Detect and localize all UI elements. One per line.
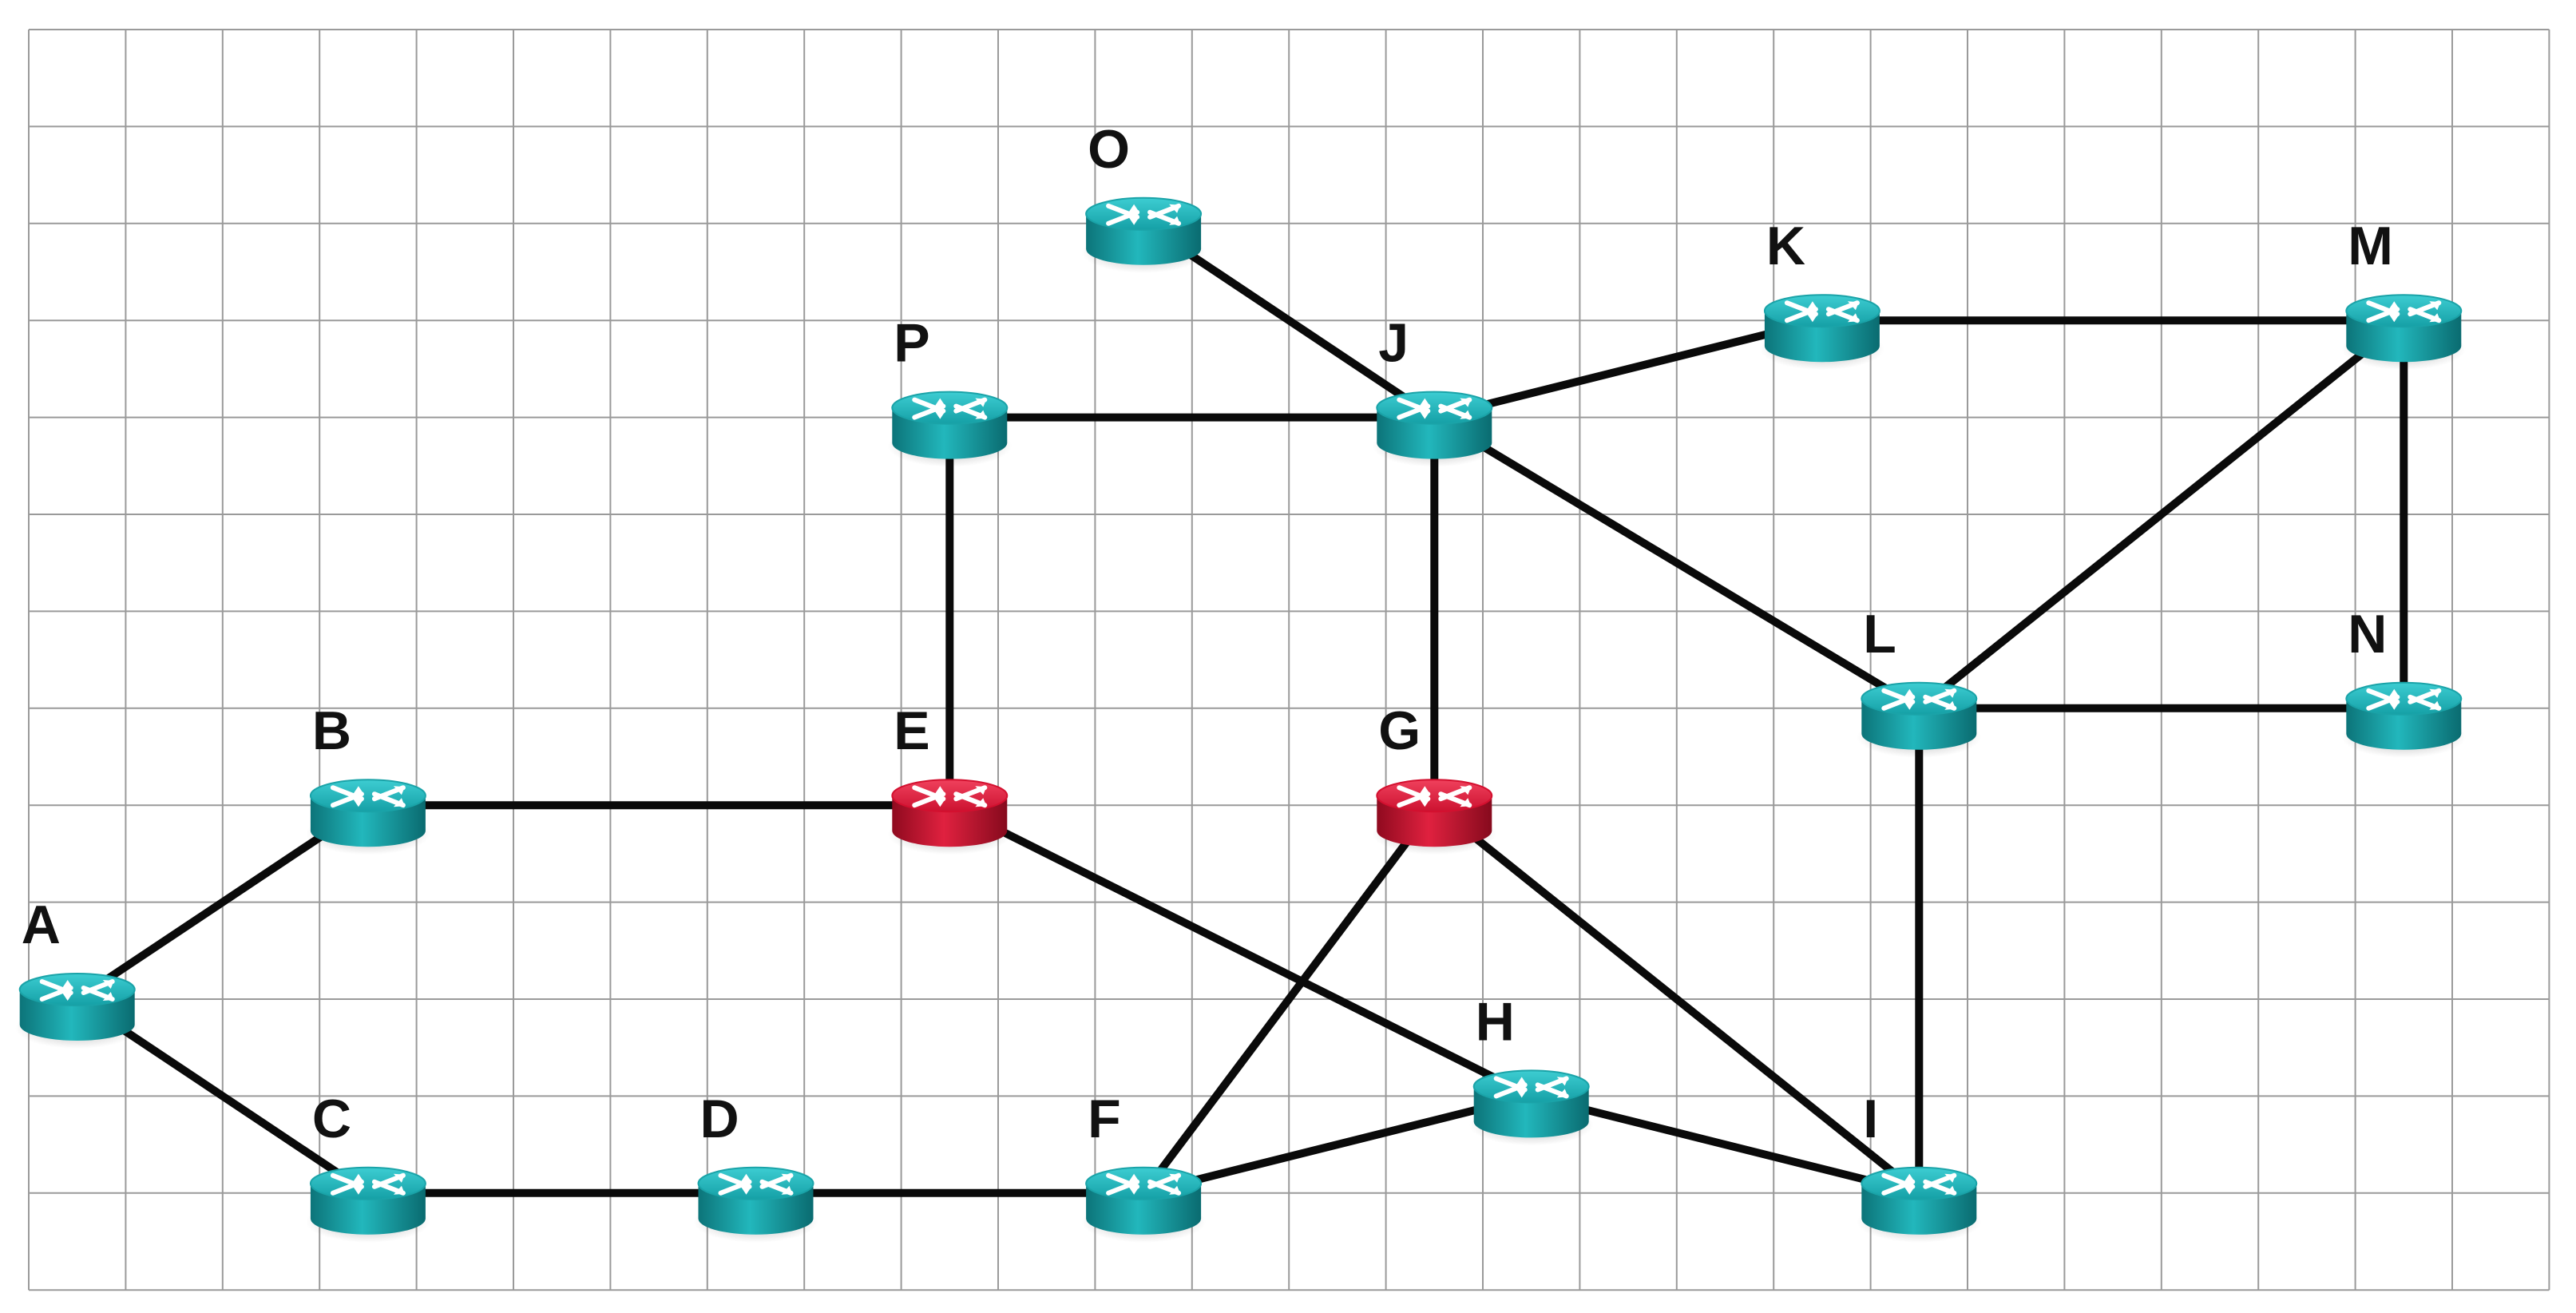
router-e[interactable]: E — [887, 700, 1013, 855]
router-label: D — [700, 1089, 739, 1149]
link-f-g — [1139, 801, 1439, 1197]
link-g-i — [1430, 801, 1924, 1197]
router-j[interactable]: J — [1372, 313, 1497, 467]
router-top — [1085, 196, 1203, 231]
router-top — [18, 973, 136, 1006]
router-top — [1376, 391, 1493, 425]
link-h-i — [1527, 1092, 1924, 1197]
router-top — [1763, 294, 1880, 328]
router-f[interactable]: F — [1081, 1089, 1207, 1243]
router-arrows-icon — [330, 1172, 406, 1196]
router-arrows-icon — [1881, 1172, 1957, 1196]
router-arrows-icon — [39, 979, 115, 1002]
router-label: B — [312, 700, 351, 761]
router-top — [309, 1166, 426, 1200]
router-arrows-icon — [1106, 1172, 1182, 1196]
router-o[interactable]: O — [1081, 119, 1207, 273]
router-arrows-icon — [912, 785, 988, 808]
router-top — [891, 391, 1009, 425]
router-top — [697, 1166, 814, 1200]
router-top — [2345, 681, 2463, 716]
router-c[interactable]: C — [305, 1089, 430, 1243]
router-label: K — [1766, 216, 1805, 276]
router-arrows-icon — [1881, 688, 1957, 711]
router-arrows-icon — [2366, 300, 2442, 323]
router-label: O — [1088, 119, 1130, 180]
router-top — [1376, 779, 1493, 813]
router-arrows-icon — [718, 1172, 794, 1196]
router-arrows-icon — [1106, 203, 1182, 226]
router-label: N — [2348, 604, 2387, 664]
router-h[interactable]: H — [1468, 991, 1594, 1146]
link-j-k — [1430, 316, 1826, 422]
router-k[interactable]: K — [1759, 216, 1884, 371]
router-top — [2345, 294, 2463, 328]
link-f-h — [1139, 1092, 1536, 1197]
router-arrows-icon — [912, 397, 988, 420]
routers-layer: A B C D E F G H I J K L M N O P — [14, 119, 2467, 1243]
router-i[interactable]: I — [1857, 1089, 1982, 1243]
router-l[interactable]: L — [1857, 604, 1982, 758]
link-j-l — [1430, 413, 1924, 712]
link-m-l — [1915, 316, 2408, 712]
router-arrows-icon — [2366, 688, 2442, 711]
router-label: L — [1863, 604, 1896, 664]
router-label: P — [894, 313, 929, 374]
router-arrows-icon — [1397, 785, 1472, 808]
router-p[interactable]: P — [887, 313, 1013, 467]
links-layer — [73, 219, 2408, 1197]
link-e-h — [945, 801, 1536, 1101]
router-arrows-icon — [1493, 1076, 1569, 1099]
router-arrows-icon — [1397, 397, 1472, 420]
router-label: E — [894, 700, 929, 761]
router-b[interactable]: B — [305, 700, 430, 855]
router-m[interactable]: M — [2341, 216, 2467, 371]
router-top — [891, 779, 1009, 813]
router-label: G — [1378, 700, 1421, 761]
router-arrows-icon — [330, 785, 406, 808]
router-label: I — [1863, 1089, 1878, 1149]
router-label: M — [2348, 216, 2393, 276]
router-n[interactable]: N — [2341, 604, 2467, 758]
router-arrows-icon — [1784, 300, 1860, 323]
router-a[interactable]: A — [14, 895, 140, 1049]
router-top — [1861, 1166, 1978, 1200]
router-label: C — [312, 1089, 351, 1149]
router-label: A — [22, 895, 61, 955]
router-top — [1085, 1166, 1203, 1200]
router-top — [1861, 681, 1978, 716]
router-label: F — [1088, 1089, 1121, 1149]
router-label: J — [1378, 313, 1409, 374]
router-top — [1472, 1069, 1590, 1104]
router-label: H — [1476, 991, 1515, 1052]
router-top — [309, 779, 426, 813]
router-d[interactable]: D — [693, 1089, 818, 1243]
router-g[interactable]: G — [1372, 700, 1497, 855]
background-grid — [28, 29, 2550, 1291]
